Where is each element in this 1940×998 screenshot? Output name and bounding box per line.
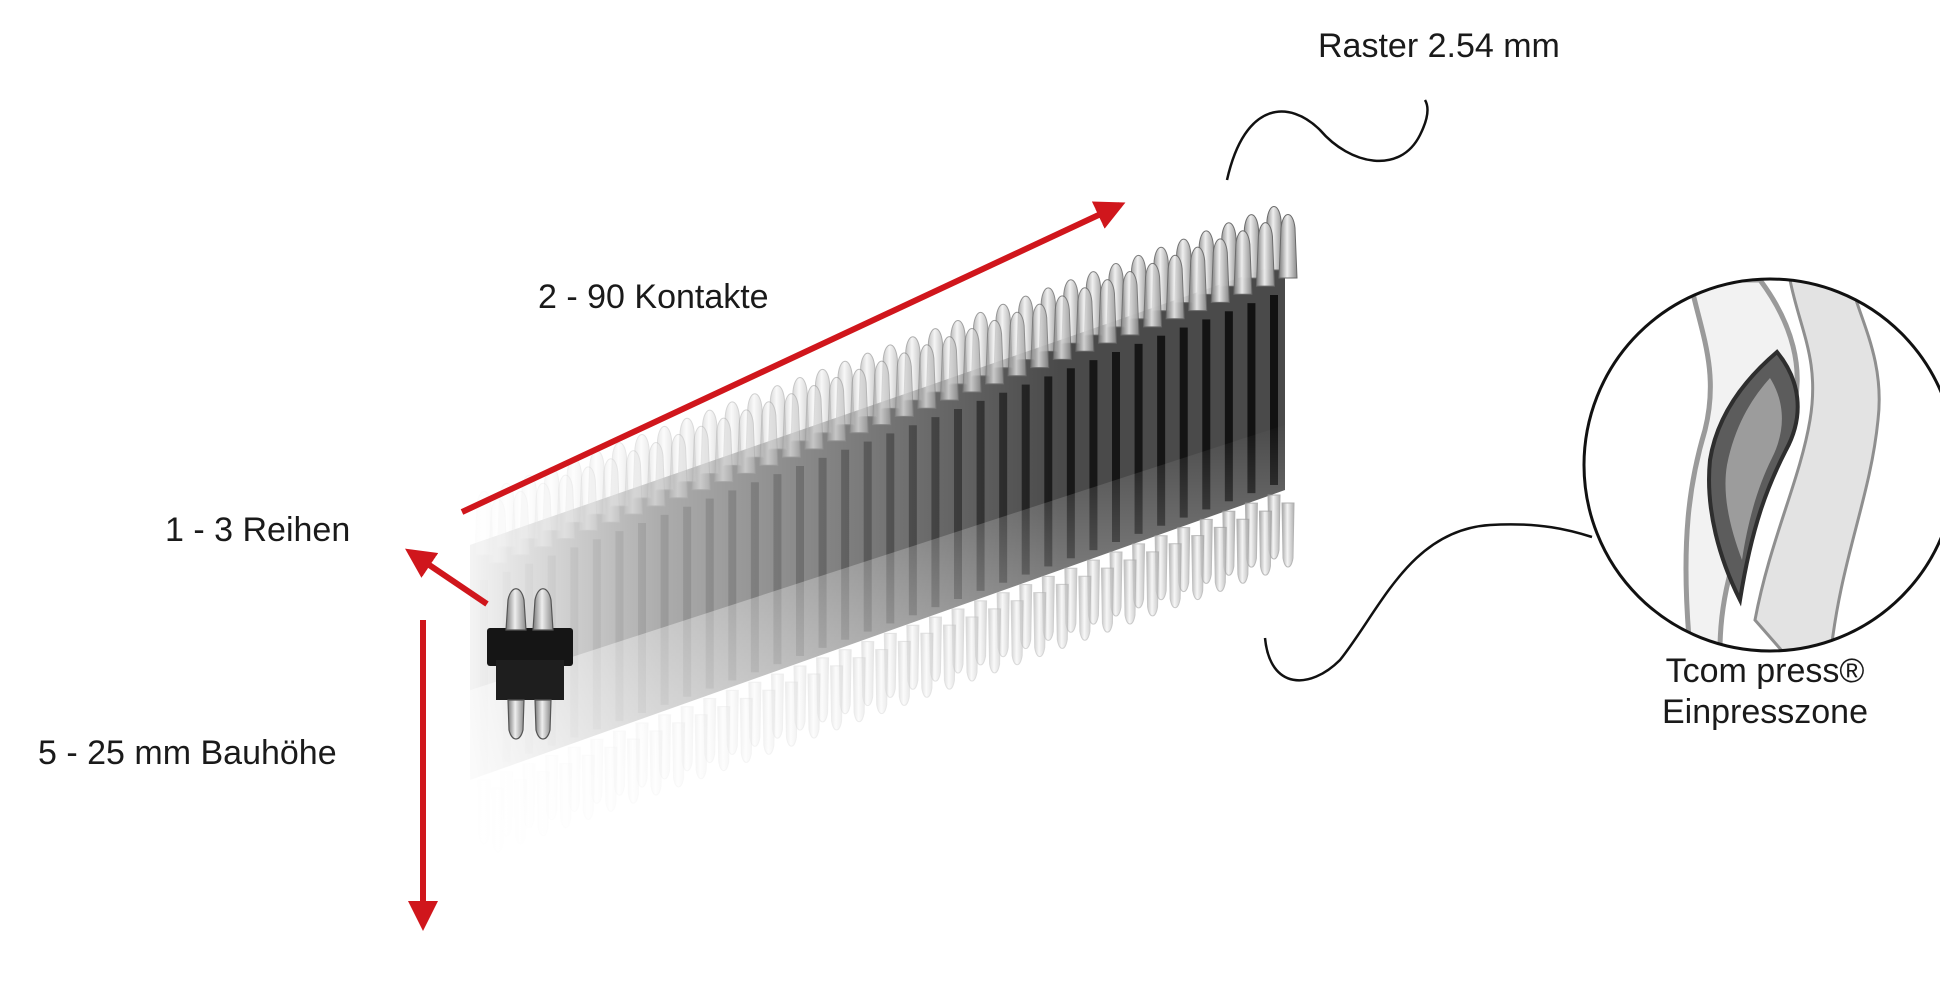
connector-fade-overlay (440, 240, 1060, 960)
raster-leader-line (1225, 99, 1429, 181)
housing-slot (1112, 352, 1120, 542)
zone-leader-line (1263, 523, 1593, 682)
small-pin-top (532, 588, 554, 631)
pin-top (1143, 262, 1163, 328)
small-pin-top (505, 588, 527, 631)
rows-arrow (405, 548, 489, 607)
housing-slot (1134, 343, 1143, 534)
housing-slot (1179, 327, 1188, 518)
press-fit-eye-highlight (1725, 378, 1782, 560)
press-fit-zoom (1582, 277, 1940, 653)
press-zone-label: Tcom press® Einpresszone (1610, 651, 1920, 733)
two-pin-connector (487, 588, 573, 740)
pin-top (1255, 222, 1275, 287)
press-zone-line-2: Einpresszone (1661, 692, 1868, 731)
housing-slot (1066, 368, 1075, 559)
pin-top (1278, 214, 1298, 279)
housing-slot (1224, 311, 1233, 502)
contacts-arrow (460, 201, 1126, 515)
pin-top (1210, 238, 1230, 303)
pin-top (1097, 279, 1117, 344)
housing-slot (1202, 319, 1211, 510)
pin-top (1165, 254, 1185, 320)
housing-slot (1270, 295, 1278, 485)
small-housing-cap (487, 628, 573, 666)
rows-label: 1 - 3 Reihen (165, 511, 351, 549)
pin-top (1188, 246, 1208, 312)
press-fit-pin-outer (1753, 279, 1881, 651)
small-housing-body (496, 660, 564, 700)
pin-top (1075, 287, 1095, 352)
housing-slot (1157, 335, 1166, 526)
contacts-label: 2 - 90 Kontakte (538, 278, 769, 316)
height-label: 5 - 25 mm Bauhöhe (38, 734, 337, 772)
pin-top (1233, 230, 1253, 295)
housing-slot (1247, 303, 1256, 494)
press-zone-line-1: Tcom press® (1665, 652, 1865, 690)
small-pin-bottom (507, 699, 525, 740)
raster-label: Raster 2.54 mm (1318, 27, 1560, 65)
pin-top (1120, 271, 1140, 336)
housing-slot (1089, 360, 1098, 551)
small-pin-bottom (534, 699, 552, 740)
